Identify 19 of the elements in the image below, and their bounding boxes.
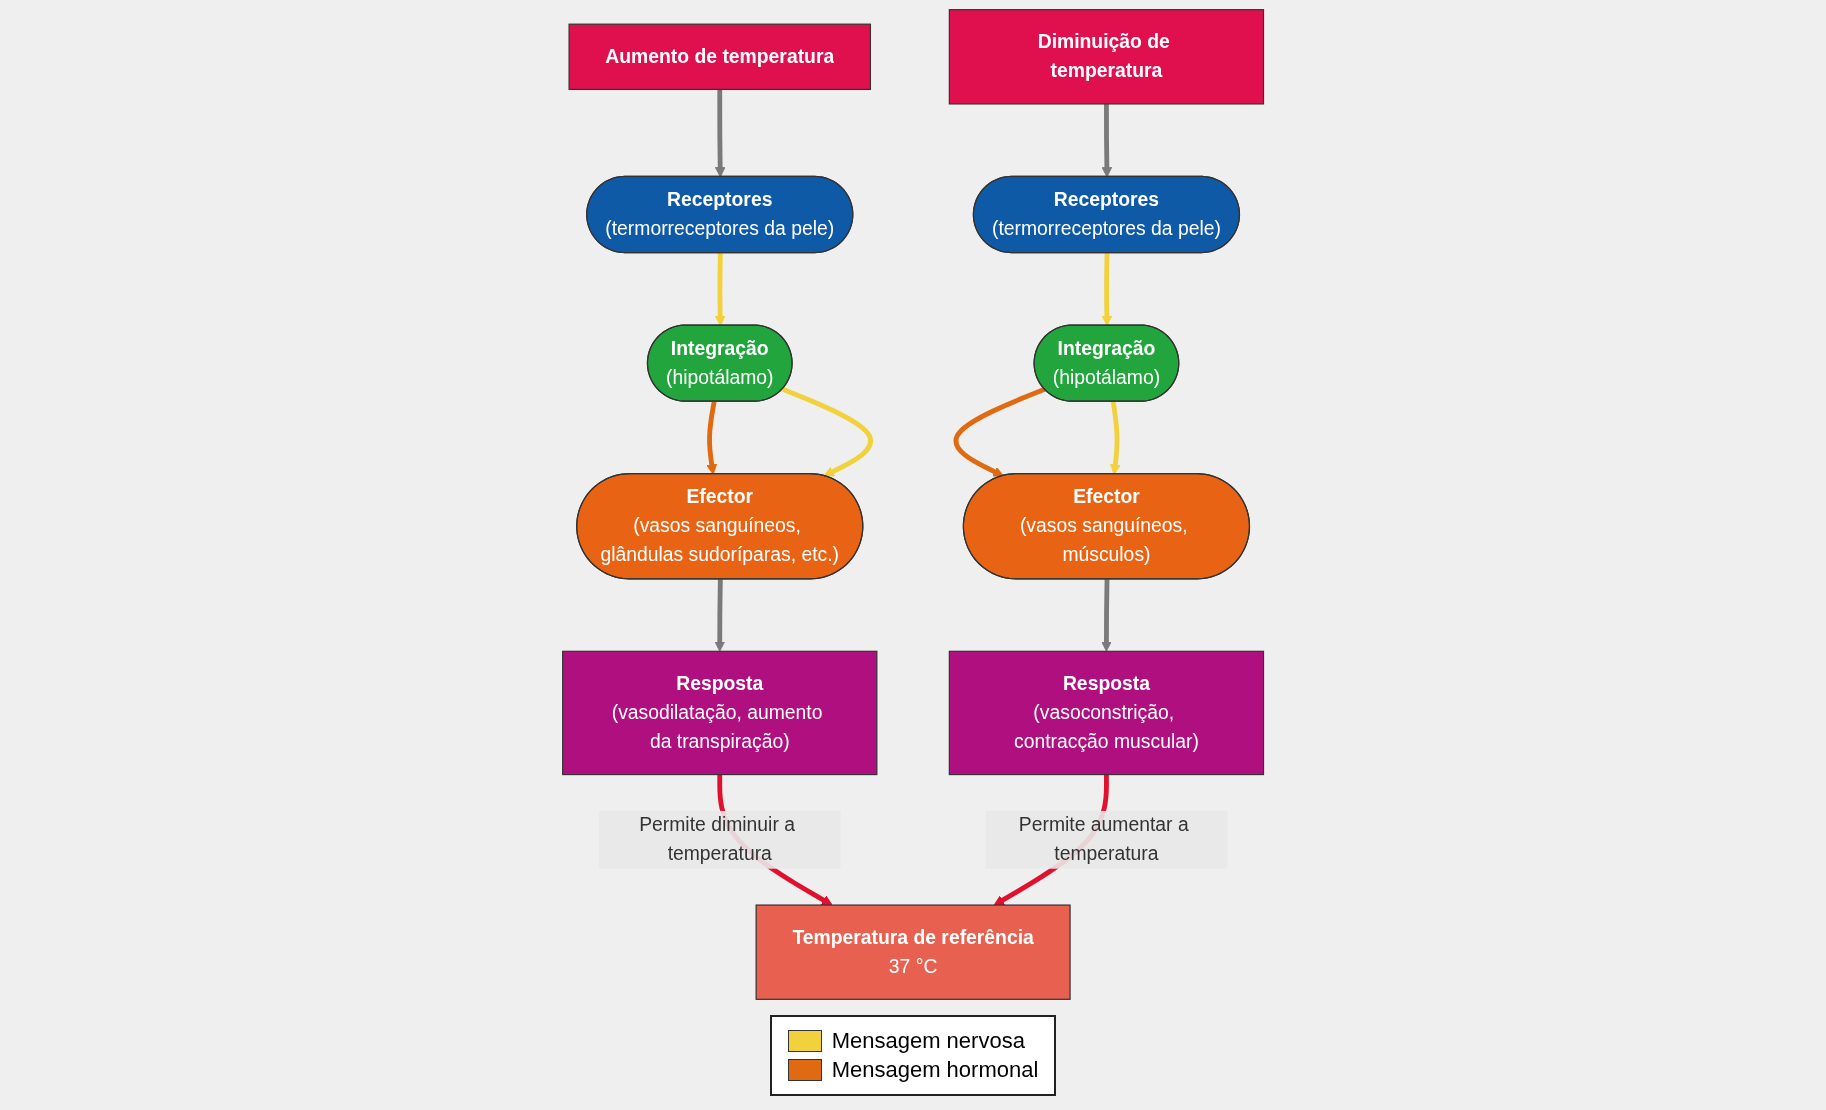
arrow — [1101, 253, 1113, 327]
arrow — [1101, 103, 1113, 178]
edge-label: Permite aumentar a temperatura — [1018, 814, 1189, 864]
node-box: Diminuição de temperatura — [948, 9, 1265, 105]
node-box: Aumento de temperatura — [568, 23, 871, 91]
arrow — [706, 401, 717, 475]
edge-label: Permite diminuir a temperatura — [639, 814, 795, 864]
arrow — [1109, 401, 1121, 475]
node-box: Resposta (vasoconstrição, contracção muscular) — [948, 650, 1265, 776]
node-box: Resposta (vasodilatação, aumento da transpiração) — [561, 650, 878, 776]
arrow — [1101, 579, 1112, 652]
arrow — [714, 579, 725, 652]
node-box: Temperatura de referência 37 °C — [755, 904, 1071, 1000]
legend-label: Mensagem hormonal — [831, 1057, 1039, 1083]
arrow — [781, 387, 873, 477]
arrow — [953, 387, 1046, 477]
arrow — [714, 253, 726, 327]
legend-label: Mensagem nervosa — [831, 1028, 1025, 1054]
arrow — [714, 89, 726, 178]
